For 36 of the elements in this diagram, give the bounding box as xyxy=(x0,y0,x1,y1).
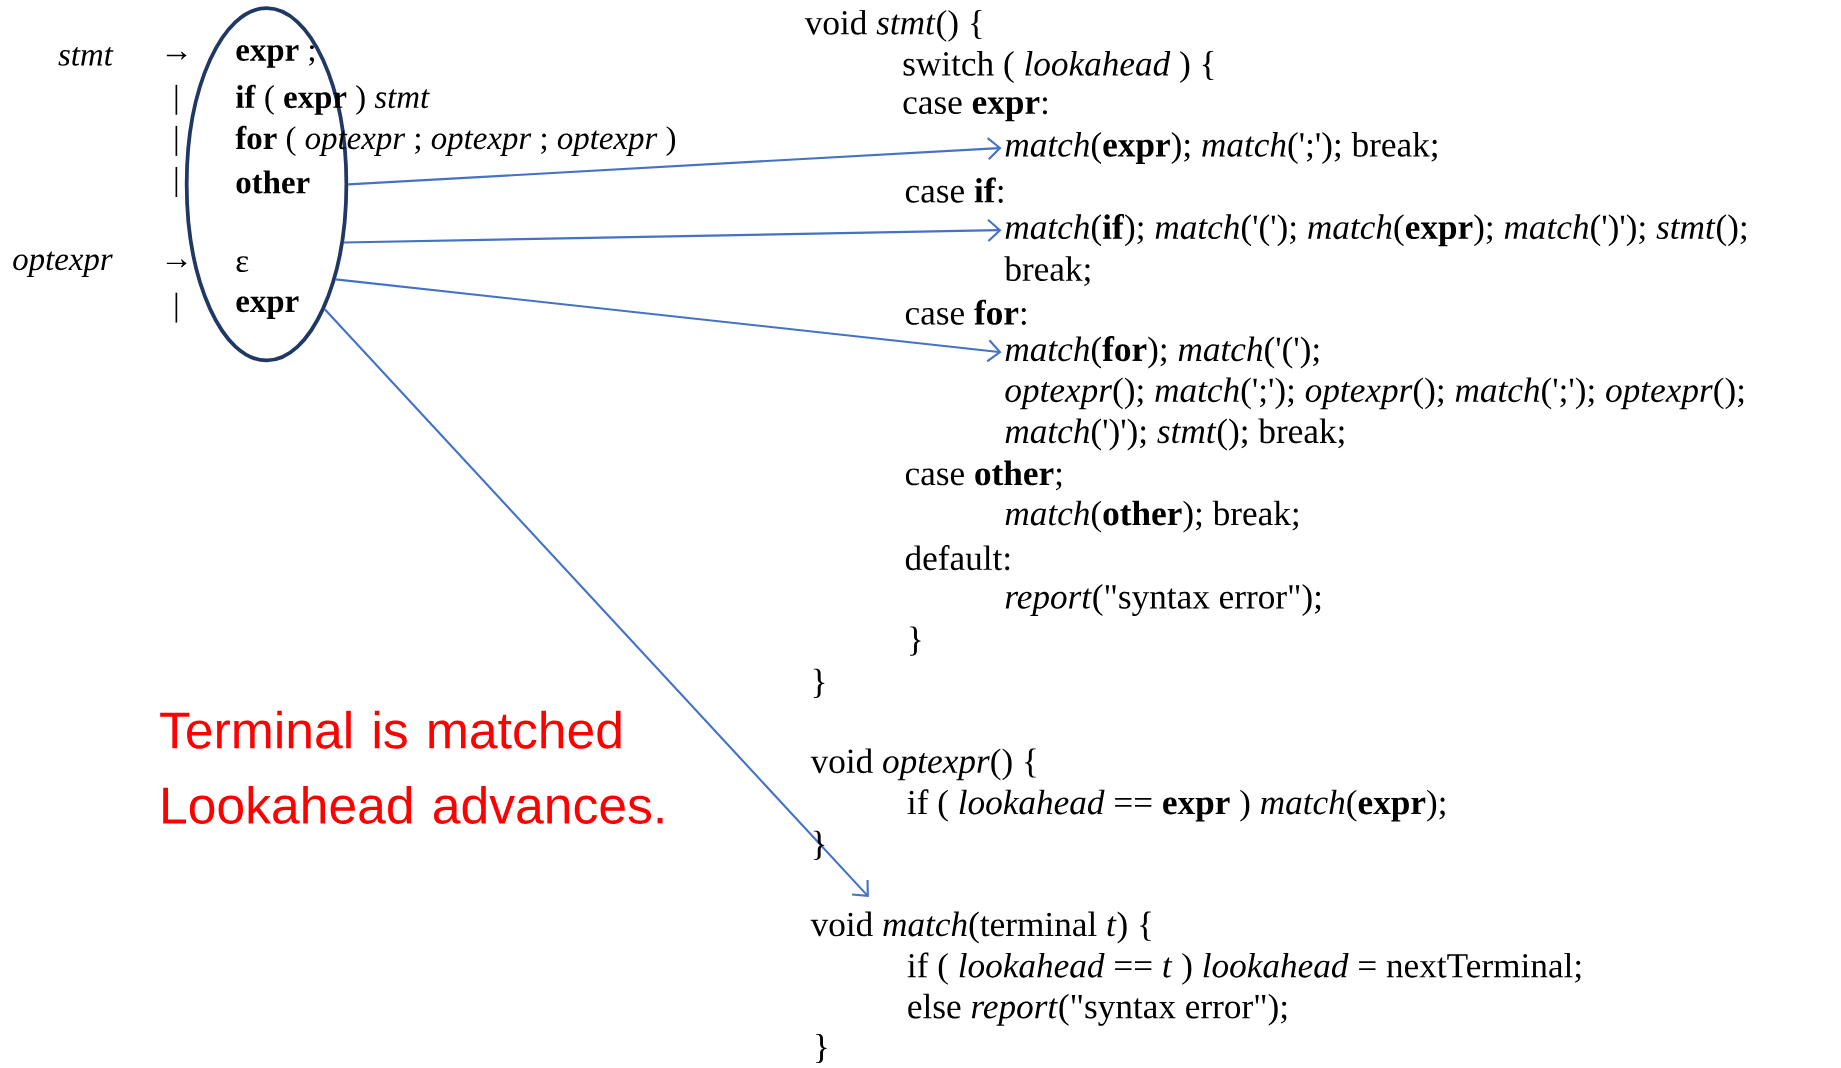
code-line: case other; xyxy=(905,460,1062,491)
arrow xyxy=(335,278,1002,362)
code-line: break; xyxy=(1004,256,1090,286)
arrow xyxy=(323,308,869,897)
code-line: void match(terminal t) { xyxy=(810,911,1151,944)
code-line: void stmt() { xyxy=(804,9,982,42)
code-line: match(for); match('('); xyxy=(1005,335,1319,369)
grammar-text: other xyxy=(236,170,310,194)
arrow xyxy=(348,137,1002,186)
grammar-symbol: → xyxy=(166,259,187,267)
code-line: default: xyxy=(905,544,1010,571)
code-line: match(')'); stmt(); break; xyxy=(1005,418,1344,451)
code-line: match(if); match('('); match(expr); match(')'); stmt(); xyxy=(1005,213,1746,247)
grammar-text: optexpr xyxy=(13,251,113,277)
grammar-text: expr ; xyxy=(236,44,315,68)
code-line: } xyxy=(813,668,825,698)
code-line: switch ( lookahead ) { xyxy=(903,50,1214,83)
code-line: case if: xyxy=(905,177,1003,203)
code-line: void optexpr() { xyxy=(810,748,1036,781)
code-line: } xyxy=(816,1033,827,1063)
code-line: } xyxy=(910,626,921,656)
grammar-symbol: → xyxy=(166,51,187,60)
code-line: match(expr); match(';'); break; xyxy=(1005,131,1437,164)
grammar-text: ε xyxy=(236,256,249,272)
code-line: else report("syntax error"); xyxy=(908,993,1287,1026)
code-line: optexpr(); match(';'); optexpr(); match(';'); optexpr(); xyxy=(1005,377,1744,410)
code-line: case for: xyxy=(905,299,1026,325)
arrow xyxy=(343,218,1002,244)
code-line: case expr: xyxy=(903,96,1047,122)
grammar-text: stmt xyxy=(58,46,114,66)
note-text: Terminal is matched Lookahead advances. xyxy=(160,710,663,824)
code-line: report("syntax error"); xyxy=(1005,583,1321,616)
code-line: if ( lookahead == expr ) match(expr); xyxy=(907,789,1445,822)
code-line: match(other); break; xyxy=(1005,500,1298,533)
grammar-text: expr xyxy=(236,296,299,319)
code-line: if ( lookahead == t ) lookahead = nextTerminal; xyxy=(907,952,1581,985)
